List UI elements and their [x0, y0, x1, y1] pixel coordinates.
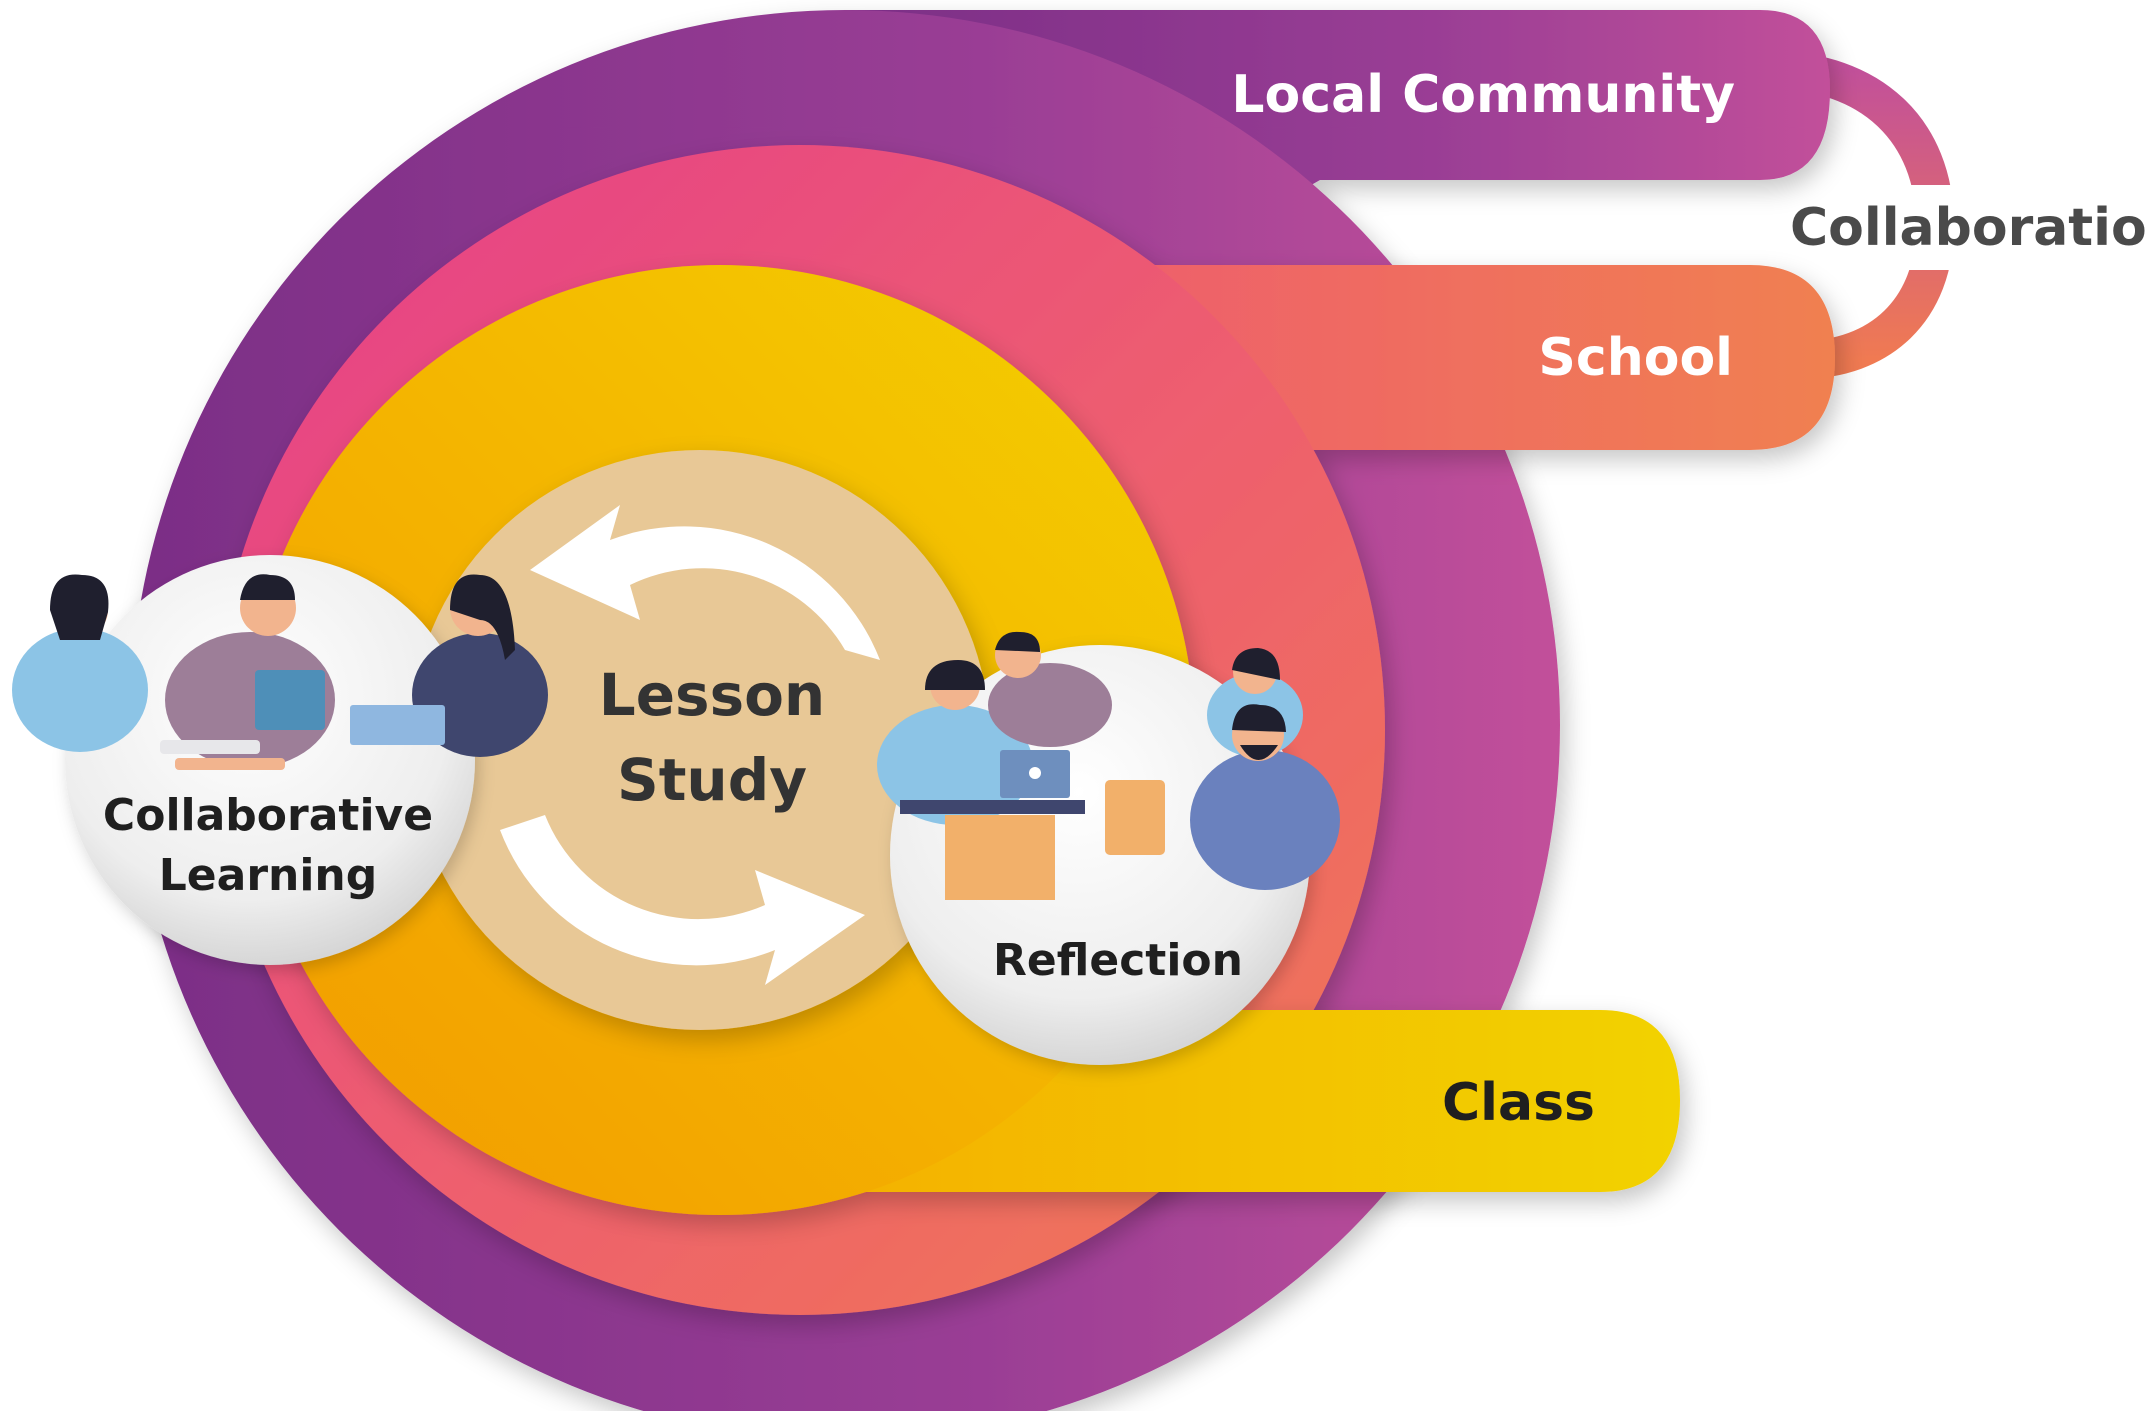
people-collaborating-illustration: [12, 574, 548, 770]
people-reflecting-illustration: [877, 631, 1340, 900]
study-label: Study: [617, 746, 807, 814]
learning-label: Learning: [159, 850, 378, 901]
local-community-label: Local Community: [1231, 65, 1735, 125]
reflection-label: Reflection: [993, 935, 1243, 986]
cycle-arrows-icon: [500, 505, 880, 985]
collaboration-label: Collaboration: [1790, 198, 2151, 258]
school-label: School: [1538, 328, 1733, 388]
class-label: Class: [1442, 1073, 1595, 1133]
collaboration-connector: [1751, 51, 2150, 379]
lesson-label: Lesson: [599, 661, 825, 729]
collaborative-label: Collaborative: [103, 790, 433, 841]
